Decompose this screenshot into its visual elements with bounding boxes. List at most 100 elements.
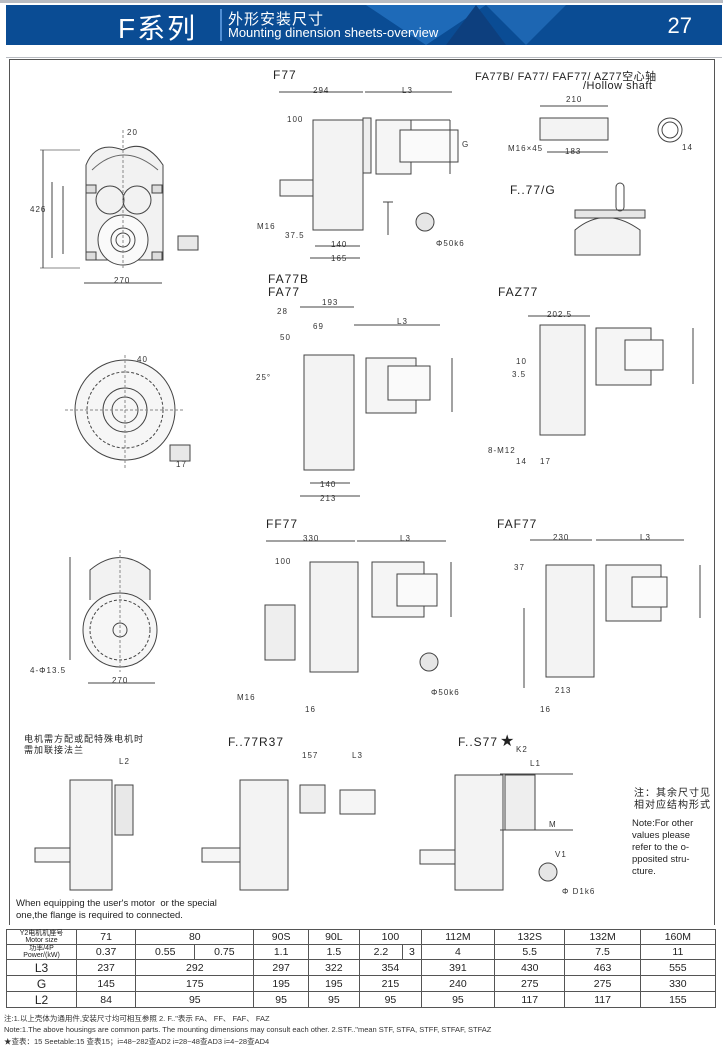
dim-label: G [462,140,470,149]
table-cell: 215 [358,975,422,992]
dim-label: 270 [114,276,131,285]
view-title-faf77: FAF77 [497,517,538,531]
view-title-fa77: FA77 [268,285,301,299]
dim-label: M16 [237,693,256,702]
view-title-hollow-shaft: FA77B/ FA77/ FAF77/ AZ77空心轴 [475,71,657,83]
dim-label: 140 [331,240,348,249]
title-separator [220,9,222,41]
table-cell: 175 [135,975,255,992]
dim-label: 294 [313,86,330,95]
view-title-faz77: FAZ77 [498,285,539,299]
ff77-front-view [69,550,158,684]
row-header: G [6,975,77,992]
dim-label: M16 [257,222,276,231]
r37-view [201,779,376,891]
view-title-s77: F..S77 [458,735,499,749]
fa77-flange-view [65,355,191,470]
dim-label: L3 [402,86,413,95]
table-cell: 275 [564,975,641,992]
dim-label: 14 [516,457,527,466]
dim-label: M [549,820,557,829]
table-cell: 90S [253,929,309,945]
view-title-fa77b: FA77B [268,272,310,286]
faz77-side-view [528,315,694,436]
star-icon: ★ [500,733,515,750]
table-cell: 84 [75,991,137,1008]
table-cell: 240 [420,975,496,992]
title-chinese: 外形安装尺寸 [228,11,325,28]
s77-view [419,773,573,891]
dim-label: 4-Φ13.5 [30,666,67,675]
table-cell: 7.5 [564,944,641,960]
table-cell: 5.5 [493,944,566,960]
dim-label: Φ50k6 [431,688,460,697]
dim-label: 140 [320,480,337,489]
flange-note-english: When equipping the user's motor or the s… [16,898,217,921]
table-cell: 0.55 [135,944,196,960]
row-header: L2 [6,991,77,1008]
series-title: F系列 [118,13,198,44]
table-cell: 391 [420,959,496,976]
dim-label: L3 [397,317,408,326]
flange-note-chinese: 电机需方配或配特殊电机时 需加联接法兰 [24,734,145,755]
table-cell: 90L [307,929,360,945]
dim-label: 213 [555,686,572,695]
table-cell: 112M [420,929,496,945]
f77-front-view [40,130,199,284]
dim-label: 10 [516,357,527,366]
table-cell: 155 [639,991,717,1008]
technical-drawings [34,91,701,891]
torque-arm-view [574,182,646,256]
table-cell: 145 [75,975,137,992]
drawing-frame [9,59,715,925]
table-cell: 117 [493,991,566,1008]
other-note-chinese: 注：其余尺寸见 相对应结构形式 [634,788,711,811]
table-cell: 555 [639,959,717,976]
banner-decoration [446,5,506,45]
dim-label: 28 [277,307,288,316]
table-cell: 2.2 [358,944,404,960]
top-rule [0,0,723,3]
table-cell: 95 [358,991,422,1008]
dim-label: 50 [280,333,291,342]
dim-label: 202.5 [547,310,573,319]
dim-label: 426 [30,205,47,214]
table-cell: 237 [75,959,137,976]
view-subtitle-hollow-shaft: /Hollow shaft [583,80,653,92]
footnote-english: Note:1.The above housings are common par… [4,1025,492,1034]
f77-side-view [279,91,459,259]
flange-view [34,779,134,891]
table-cell: 11 [639,944,717,960]
dim-label: 20 [127,128,138,137]
dim-label: 157 [302,751,319,760]
view-title-f77g: F..77/G [510,183,556,197]
view-title-ff77: FF77 [266,517,299,531]
table-cell: 95 [307,991,360,1008]
dim-label: L3 [400,534,411,543]
header-rule [6,57,722,58]
table-cell: 95 [135,991,255,1008]
table-cell: 80 [135,929,255,945]
dim-label: 3.5 [512,370,527,379]
table-row-l2: L2 84 95 95 95 95 95 117 117 155 [6,991,717,1008]
table-row-l3: L3 237 292 297 322 354 391 430 463 555 [6,959,717,976]
dim-label: L2 [119,757,130,766]
table-cell: 322 [307,959,360,976]
dim-label: 14 [682,143,693,152]
dim-label: Φ50k6 [436,239,465,248]
faf77-side-view [523,539,701,688]
table-cell: 160M [639,929,717,945]
label-en: Power/(kW) [23,952,60,959]
table-cell: 195 [253,975,309,992]
dim-label: 270 [112,676,129,685]
label-cn: Y2电机机座号 [19,930,64,937]
other-note-english: Note:For other values please refer to th… [632,818,694,877]
table-cell: 195 [307,975,360,992]
table-cell: 330 [639,975,717,992]
table-cell: 4 [420,944,496,960]
table-cell: 100 [358,929,422,945]
